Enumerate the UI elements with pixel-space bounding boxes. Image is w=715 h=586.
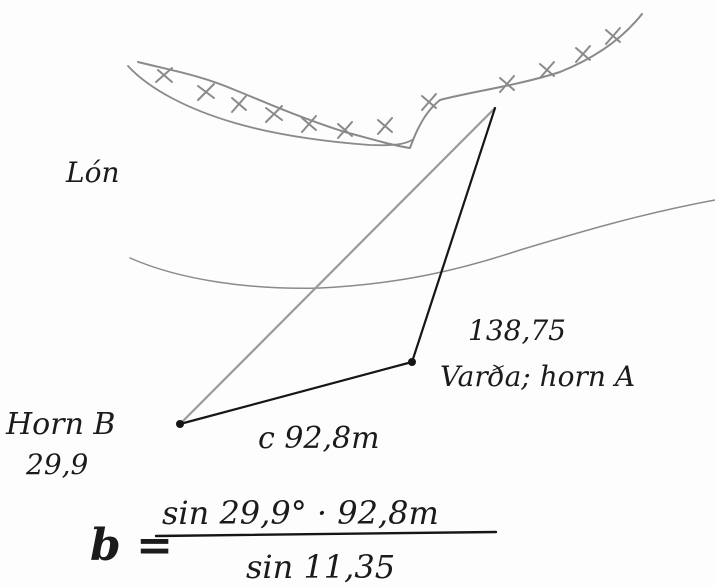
- point-a-value: 138,75: [468, 314, 566, 347]
- fraction-bar: [154, 530, 498, 538]
- point-a-name: Varða; horn A: [440, 360, 635, 393]
- line-b-to-top: [178, 106, 497, 426]
- lake-label: Lón: [65, 156, 119, 189]
- vertex-b: [176, 420, 184, 428]
- lake-shore-upper: [137, 13, 643, 149]
- line-top-to-a: [410, 106, 497, 364]
- side-c-label: c 92,8m: [258, 421, 380, 456]
- vertex-a: [408, 358, 416, 366]
- lake-shore-lower: [127, 65, 413, 147]
- point-b-value: 29,9: [25, 448, 88, 481]
- contour-line: [129, 199, 715, 289]
- line-b-to-a: [178, 360, 414, 426]
- shore-cross-marks: [155, 27, 621, 139]
- formula-denominator: sin 11,35: [246, 548, 395, 586]
- formula-numerator: sin 29,9° · 92,8m: [162, 494, 439, 532]
- formula-lhs: b =: [90, 520, 173, 571]
- point-b-name: Horn B: [5, 407, 115, 442]
